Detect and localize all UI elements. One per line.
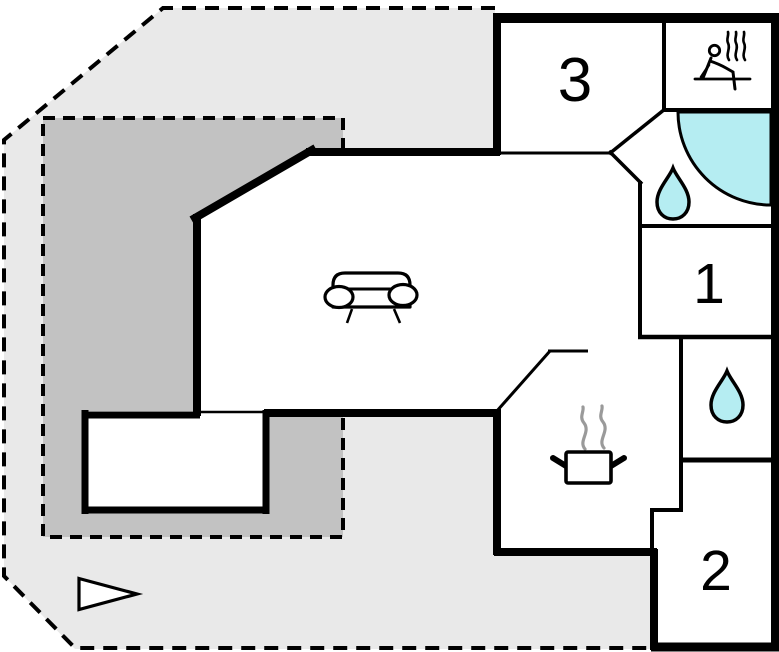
cooking-pot-icon: [550, 404, 627, 485]
sauna-steam-wave: [725, 30, 731, 62]
sofa-leg-left: [345, 308, 354, 324]
interior-walls: [197, 13, 775, 553]
pot-handle-left: [550, 455, 569, 469]
water-drop-shape: [655, 163, 691, 221]
wall-bath-diagonal-down: [607, 149, 644, 186]
entrance-arrow-icon: [77, 576, 144, 612]
pot-steam-wave: [580, 405, 588, 451]
sauna-steam-wave: [741, 30, 747, 62]
sauna-person-head: [707, 43, 722, 58]
sauna-steam-wave: [733, 30, 739, 62]
pot-steam-wave: [599, 404, 607, 450]
exterior-walls: [81, 13, 779, 652]
annex-room-floor: [85, 411, 267, 513]
water-drop-icon-bathroom: [655, 163, 691, 221]
water-drop-shape: [709, 366, 745, 424]
room1-label: 1: [693, 252, 725, 316]
sauna-person-arm: [699, 63, 711, 79]
wall-living-diagonal: [189, 144, 318, 224]
living-kitchen-floor: [197, 151, 681, 554]
wall-kitchen-partition-diagonal: [494, 350, 552, 413]
sofa-armrest-right: [387, 282, 419, 308]
sauna-person-leg: [708, 59, 737, 91]
water-drop-icon-wc: [709, 366, 745, 424]
sofa-armrest-left: [323, 284, 355, 310]
pot-handle-right: [608, 455, 627, 469]
corner-shower-icon: [676, 110, 773, 207]
wall-bath-diagonal-up: [607, 107, 667, 156]
sofa-icon: [323, 271, 419, 324]
room3-label: 3: [558, 46, 592, 115]
sauna-icon: [693, 30, 752, 91]
pot-body: [564, 450, 613, 485]
room2-label: 2: [700, 539, 732, 603]
plot-dashed-border: [2, 6, 651, 650]
sofa-leg-right: [392, 308, 402, 324]
